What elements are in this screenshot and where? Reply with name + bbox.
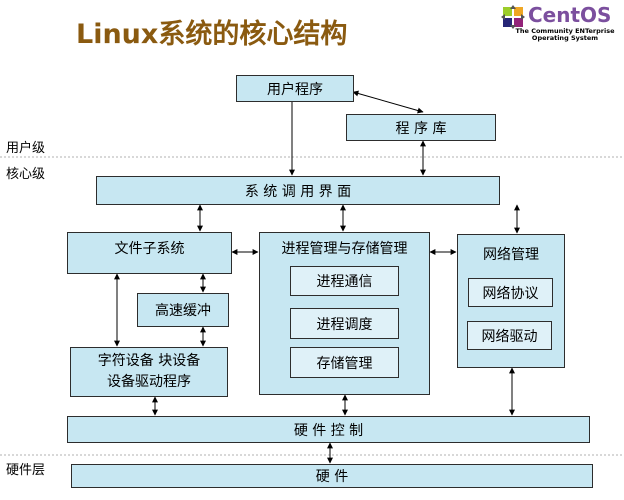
memory-management-box: 存储管理: [290, 347, 399, 378]
library-box: 程 序 库: [346, 114, 496, 141]
level-label-user: 用户级: [6, 141, 46, 156]
network-protocol-box: 网络协议: [468, 278, 553, 307]
logo-tagline-line1: The Community ENTerprise: [515, 27, 615, 35]
logo-tagline: The Community ENTerprise Operating Syste…: [508, 28, 622, 42]
diagram-title: Linux系统的核心结构: [76, 19, 348, 50]
level-label-hardware: 硬件层: [6, 463, 46, 478]
buffer-cache-box: 高速缓冲: [137, 293, 229, 327]
scheduling-box: 进程调度: [290, 308, 399, 339]
logo-wordmark: CentOS: [528, 3, 612, 27]
device-drivers-label: 字符设备 块设备 设备驱动程序: [71, 351, 227, 393]
network-management-label: 网络管理: [483, 247, 539, 263]
file-subsystem-box: 文件子系统: [67, 232, 232, 274]
syscall-interface-box: 系 统 调 用 界 面: [96, 176, 500, 205]
logo-tagline-line2: Operating System: [531, 34, 599, 42]
centos-logo: CentOS The Community ENTerprise Operatin…: [498, 3, 622, 44]
hardware-control-box: 硬 件 控 制: [67, 416, 590, 443]
hardware-box: 硬 件: [71, 464, 593, 488]
arrows: [114, 90, 520, 464]
device-drivers-line1: 字符设备 块设备: [97, 353, 201, 369]
file-subsystem-label: 文件子系统: [114, 241, 185, 257]
process-storage-label: 进程管理与存储管理: [281, 241, 408, 257]
network-driver-box: 网络驱动: [467, 321, 552, 350]
level-label-kernel: 核心级: [6, 167, 46, 182]
user-program-box: 用户程序: [236, 75, 354, 102]
device-drivers-box: 字符设备 块设备 设备驱动程序: [70, 347, 228, 397]
device-drivers-line2: 设备驱动程序: [107, 374, 191, 390]
centos-emblem-icon: [501, 5, 525, 29]
ipc-box: 进程通信: [290, 266, 399, 296]
level-dividers: [0, 156, 624, 456]
